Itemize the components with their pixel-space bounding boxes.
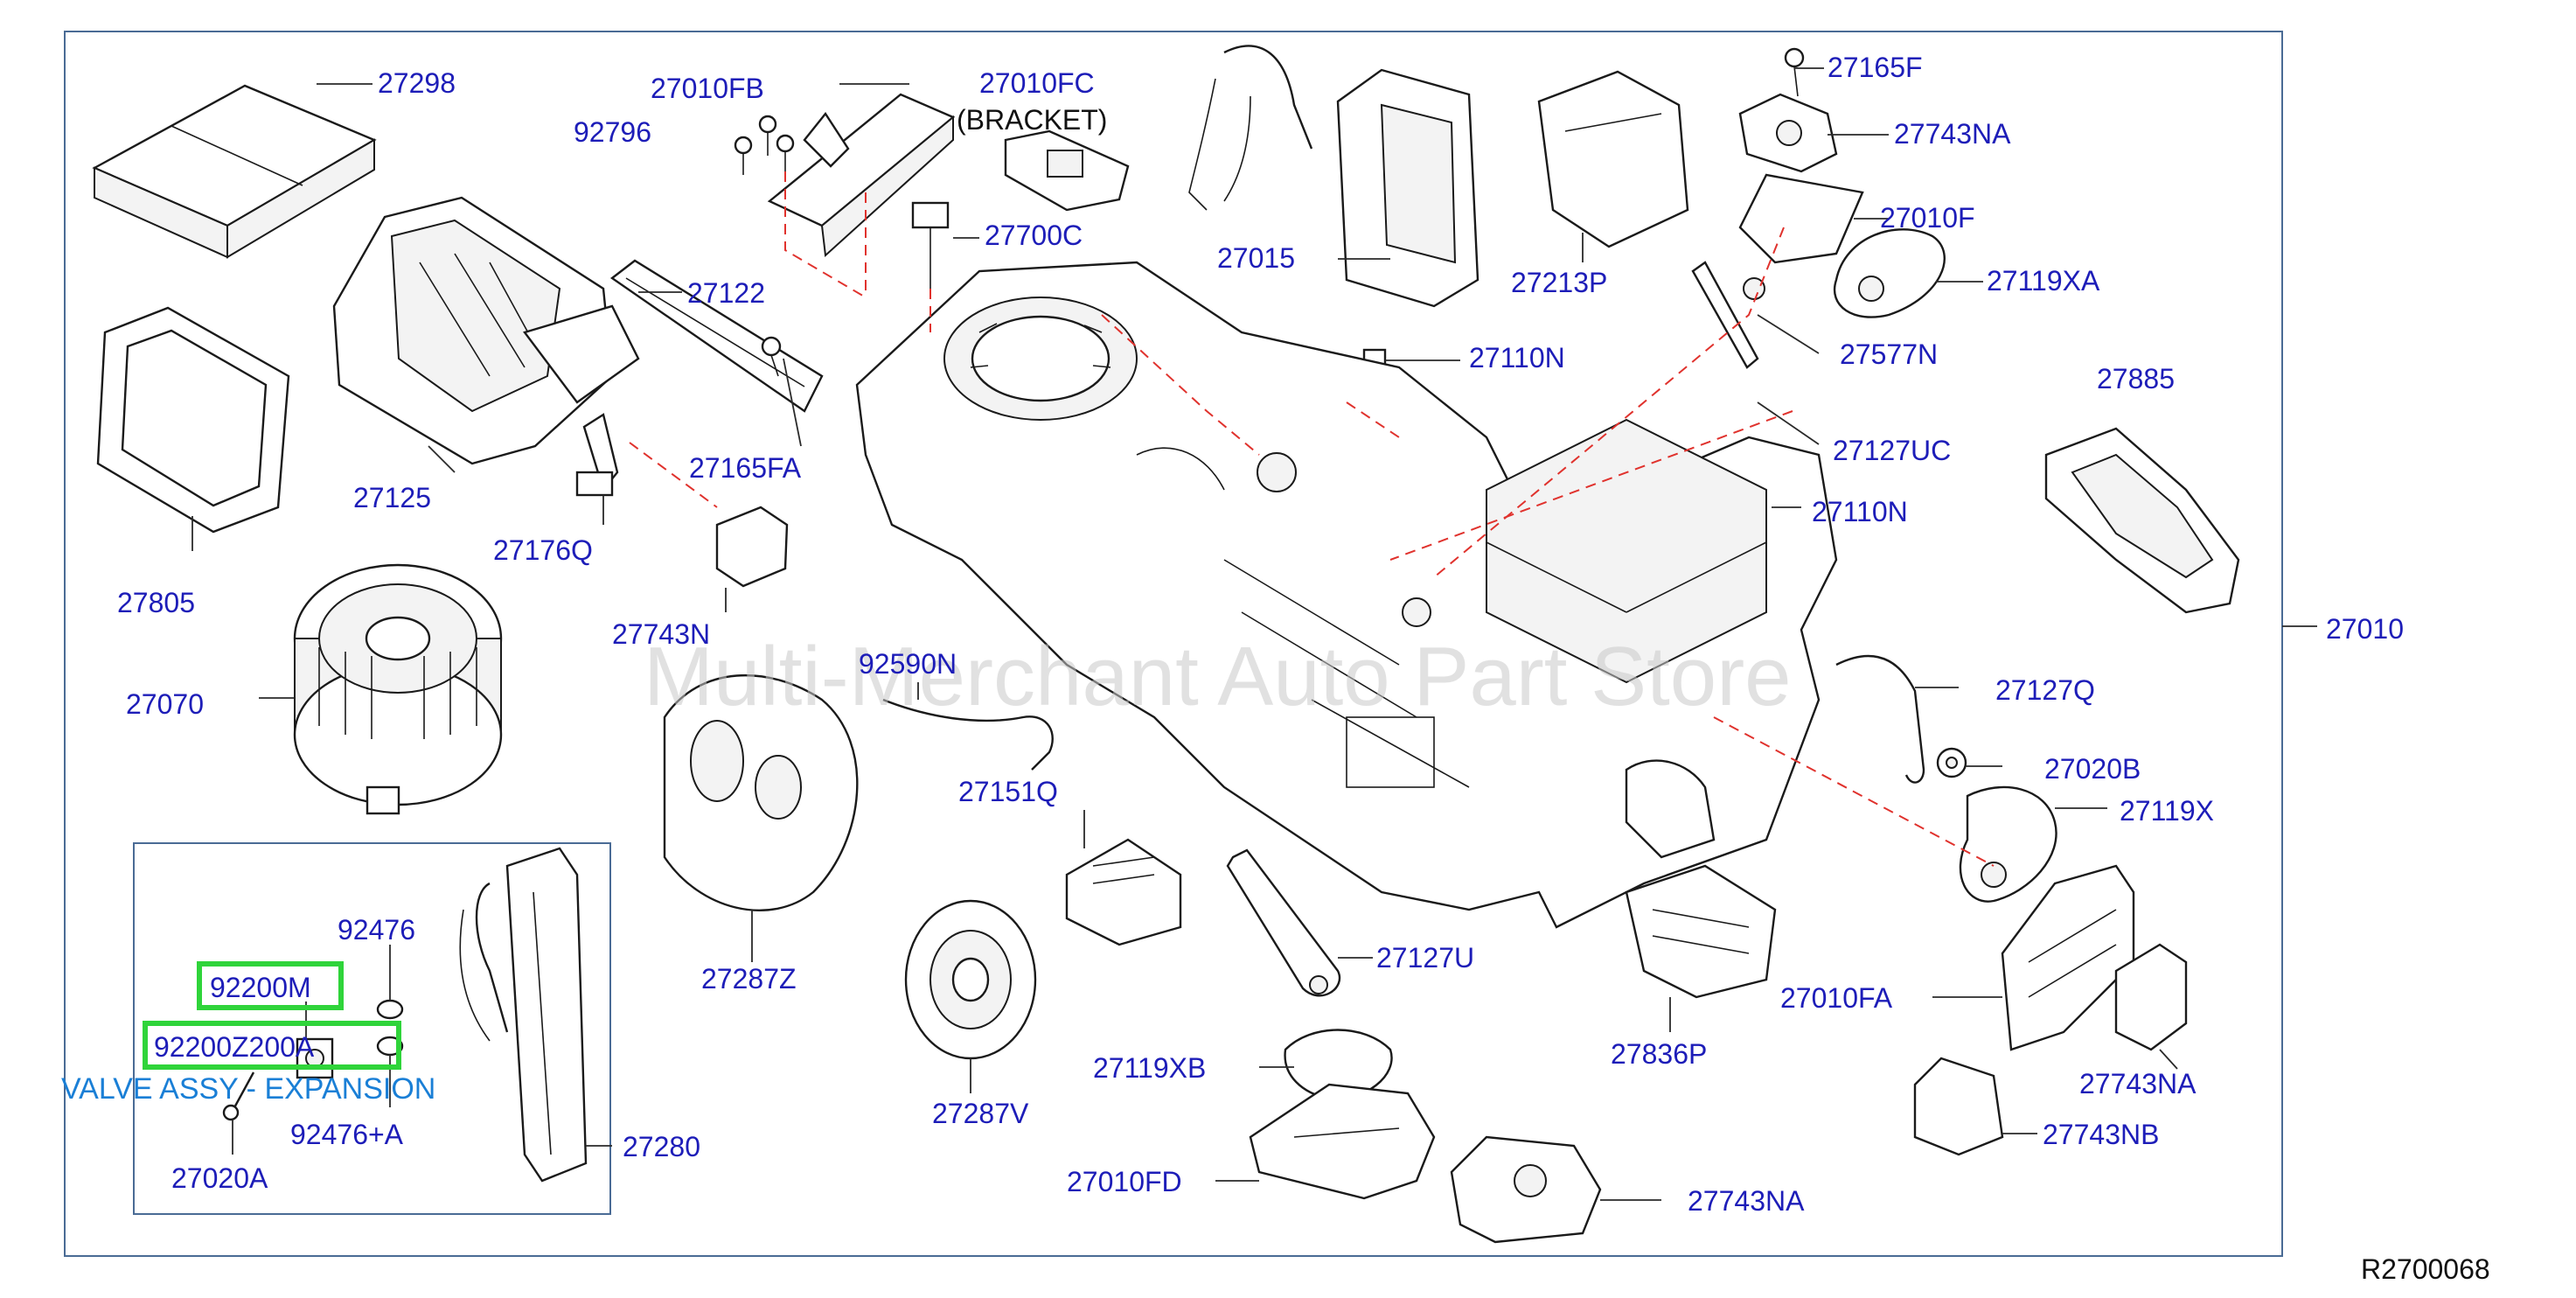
hvac-unit-27010[interactable] [855,261,1838,929]
assembly-lines [629,171,1995,867]
label-27010FB[interactable]: 27010FB [651,73,764,104]
label-27119XA[interactable]: 27119XA [1987,265,2100,297]
sensor-27700C[interactable] [911,201,950,289]
diagram-code: R2700068 [2361,1253,2490,1285]
label-27119XB[interactable]: 27119XB [1093,1052,1206,1084]
bolt-27020A[interactable] [222,1071,255,1121]
label-27110N-a[interactable]: 27110N [1469,342,1565,373]
label-27015[interactable]: 27015 [1217,242,1295,274]
label-27743N[interactable]: 27743N [612,618,710,650]
bracket-27010FD[interactable] [1249,1083,1436,1200]
screw-27165FA[interactable] [761,336,782,377]
rod-27127Q[interactable] [1835,654,1925,784]
expansion-valve-92200[interactable] [296,1037,334,1079]
label-27110N-b[interactable]: 27110N [1812,496,1908,527]
label-27743NA-top[interactable]: 27743NA [1894,118,2011,150]
link-27577N[interactable] [1691,261,1765,369]
inset-frame [133,842,611,1215]
screw-27165F[interactable] [1784,47,1805,97]
label-92796[interactable]: 92796 [574,116,651,148]
blower-motor-27070[interactable] [293,563,503,815]
bracket-27010FA[interactable] [2001,864,2135,1051]
actuator-27743NA-bottom[interactable] [1450,1135,1602,1244]
watermark: Multi-Merchant Auto Part Store [644,630,1792,723]
label-bracket: (BRACKET) [957,104,1107,136]
label-27020A[interactable]: 27020A [171,1162,268,1194]
label-92476[interactable]: 92476 [338,914,415,946]
label-27885[interactable]: 27885 [2097,363,2175,394]
highlight-92200M [197,961,344,1010]
actuator-27743N[interactable] [715,506,789,588]
cabin-filter-27298[interactable] [92,84,377,259]
label-27836P[interactable]: 27836P [1611,1038,1707,1070]
label-27165FA[interactable]: 27165FA [689,452,802,484]
bracket-27010F[interactable] [1738,173,1864,264]
gasket-27805[interactable] [96,306,290,534]
resistor-27151Q[interactable] [1065,838,1182,946]
label-27743NB[interactable]: 27743NB [2043,1119,2159,1150]
lever-27119XA[interactable] [1834,228,1946,318]
duct-27287Z[interactable] [663,673,859,911]
label-27010[interactable]: 27010 [2326,613,2404,645]
label-27176Q[interactable]: 27176Q [493,534,593,566]
actuator-27743NA-top[interactable] [1738,93,1838,173]
label-92590N[interactable]: 92590N [859,648,957,680]
label-27020B[interactable]: 27020B [2044,753,2141,785]
sensor-27176Q[interactable] [575,413,619,497]
diagram-frame [64,31,2283,1257]
hose-92590N[interactable] [882,698,1054,771]
label-27805[interactable]: 27805 [117,587,195,618]
lever-27127U[interactable] [1226,848,1341,997]
label-27127U[interactable]: 27127U [1376,942,1474,974]
label-27010FC[interactable]: 27010FC [979,67,1095,99]
leader-lines [191,67,2317,1201]
label-27127UC[interactable]: 27127UC [1833,435,1951,466]
label-27070[interactable]: 27070 [126,688,204,720]
heater-core-27015[interactable] [1188,45,1479,308]
label-92476A[interactable]: 92476+A [290,1119,404,1150]
washer-27020B[interactable] [1936,747,1967,778]
label-27700C[interactable]: 27700C [985,220,1083,251]
label-27280[interactable]: 27280 [623,1131,700,1162]
label-27298[interactable]: 27298 [378,67,456,99]
label-27010FD[interactable]: 27010FD [1067,1166,1182,1197]
oring-92476[interactable] [376,999,404,1020]
intake-housing-27125[interactable] [332,196,640,465]
label-27151Q[interactable]: 27151Q [958,776,1058,807]
duct-27885[interactable] [2044,427,2240,614]
label-27287Z[interactable]: 27287Z [701,963,797,994]
label-27010FA[interactable]: 27010FA [1780,982,1893,1014]
duct-27836P[interactable] [1625,864,1777,999]
lever-27119XB[interactable] [1284,1029,1393,1100]
actuator-27743NB[interactable] [1913,1057,2004,1156]
bracket-27010FB[interactable] [767,93,956,258]
label-27743NA-bottom[interactable]: 27743NA [1688,1185,1805,1217]
part-27287V[interactable] [904,899,1037,1060]
label-27165F[interactable]: 27165F [1828,52,1923,83]
lever-27119X[interactable] [1959,785,2057,903]
label-27127Q[interactable]: 27127Q [1995,674,2095,706]
label-92200Z200A[interactable]: 92200Z200A [154,1031,315,1063]
evaporator-27280[interactable] [459,847,588,1183]
label-27010F[interactable]: 27010F [1880,202,1975,234]
screws-92796[interactable] [734,115,795,175]
bracket-27010FC[interactable] [1004,129,1130,212]
part-labels: 27298 27010FB 27010FC (BRACKET) 92796 27… [61,52,2404,1217]
label-27125[interactable]: 27125 [353,482,431,513]
label-27213P[interactable]: 27213P [1511,267,1607,298]
label-27119X[interactable]: 27119X [2120,795,2214,827]
actuator-27743NA-right[interactable] [2114,943,2188,1051]
label-27287V[interactable]: 27287V [932,1098,1029,1129]
label-27743NA-right[interactable]: 27743NA [2079,1068,2197,1099]
label-27122[interactable]: 27122 [687,277,765,309]
highlight-92200Z [143,1021,401,1070]
label-92200M[interactable]: 92200M [210,972,311,1003]
module-27213P[interactable] [1537,70,1689,248]
label-27577N[interactable]: 27577N [1840,338,1938,370]
label-valve-description: VALVE ASSY - EXPANSION [61,1072,435,1106]
seal-strip-27122[interactable] [609,259,824,413]
